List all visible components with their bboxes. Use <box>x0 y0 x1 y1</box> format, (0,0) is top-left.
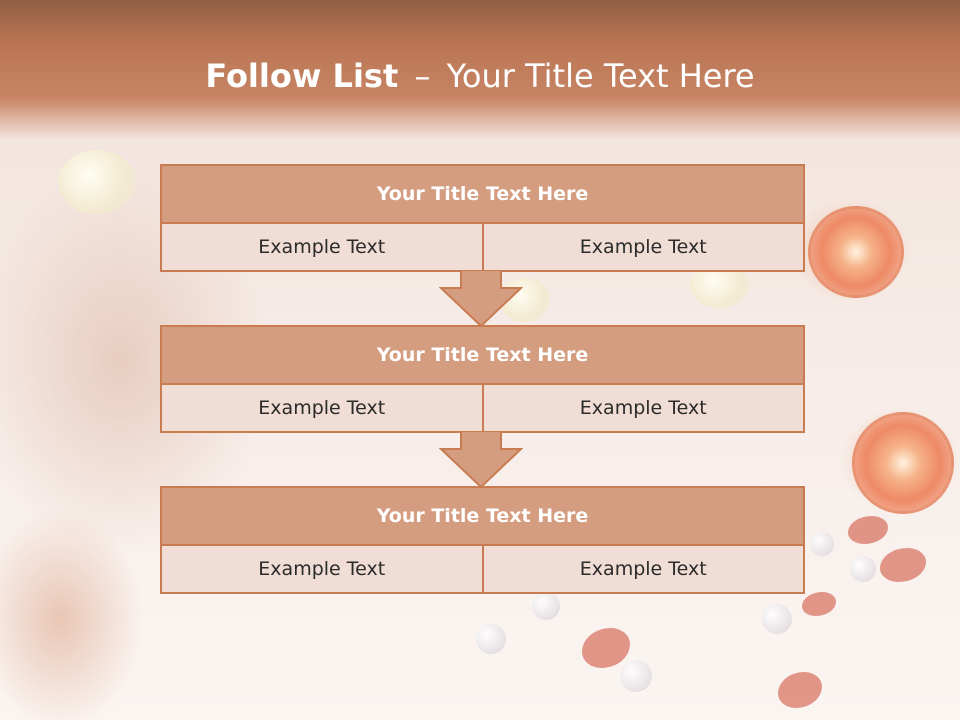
step-title: Your Title Text Here <box>162 327 803 385</box>
down-arrow-icon <box>439 431 523 489</box>
bead-decoration <box>762 604 792 634</box>
step-block-1: Your Title Text Here Example Text Exampl… <box>160 164 805 272</box>
step-text-right: Example Text <box>481 224 803 270</box>
step-title: Your Title Text Here <box>162 166 803 224</box>
title-rest: Your Title Text Here <box>446 57 755 95</box>
step-row: Example Text Example Text <box>162 224 803 270</box>
candle-decoration <box>808 206 904 298</box>
step-text-right: Example Text <box>481 385 803 431</box>
step-text-left: Example Text <box>162 224 482 270</box>
bead-decoration <box>810 532 834 556</box>
step-text-right: Example Text <box>481 546 803 592</box>
step-title: Your Title Text Here <box>162 488 803 546</box>
title-bold: Follow List <box>205 57 399 95</box>
title-banner <box>0 0 960 140</box>
step-block-3: Your Title Text Here Example Text Exampl… <box>160 486 805 594</box>
bead-decoration <box>476 624 506 654</box>
slide-title: Follow List – Your Title Text Here <box>0 52 960 100</box>
step-block-2: Your Title Text Here Example Text Exampl… <box>160 325 805 433</box>
bead-decoration <box>532 592 560 620</box>
bead-decoration <box>850 556 876 582</box>
flower-decoration <box>58 150 136 214</box>
down-arrow-icon <box>439 270 523 328</box>
title-separator: – <box>414 57 431 95</box>
step-row: Example Text Example Text <box>162 546 803 592</box>
step-text-left: Example Text <box>162 385 482 431</box>
bead-decoration <box>620 660 652 692</box>
candle-decoration <box>852 412 954 514</box>
step-row: Example Text Example Text <box>162 385 803 431</box>
step-text-left: Example Text <box>162 546 482 592</box>
